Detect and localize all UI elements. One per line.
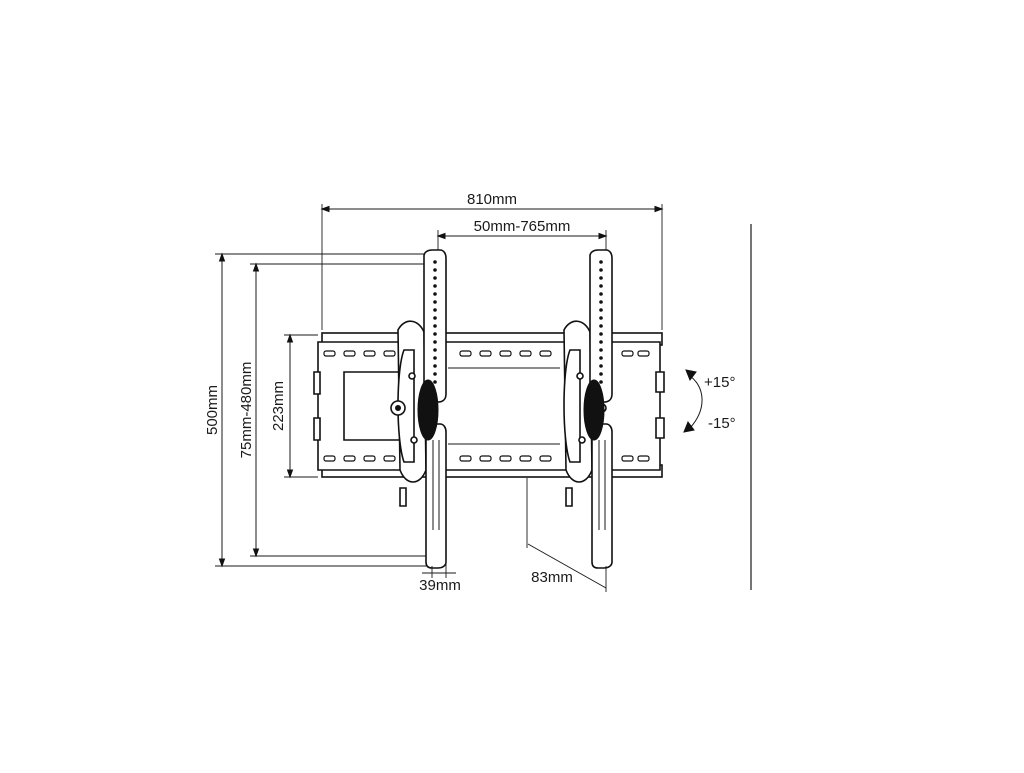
overall-width-label: 810mm bbox=[467, 191, 517, 208]
wall-clearance-dimension: 83mm bbox=[526, 478, 607, 592]
tilt-arc bbox=[689, 375, 703, 429]
right-tilt-hinge bbox=[563, 320, 607, 507]
vesa-horizontal-dimension: 50mm-765mm bbox=[436, 218, 608, 262]
left-tilt-hinge bbox=[390, 320, 427, 507]
tilt-down-label: -15° bbox=[708, 415, 736, 432]
overall-height-label: 500mm bbox=[204, 385, 221, 435]
arm-depth-label: 39mm bbox=[419, 577, 461, 594]
left-arm-holes bbox=[433, 260, 437, 384]
wall-plate-height-label: 223mm bbox=[270, 381, 287, 431]
vesa-vertical-dimension: 75mm-480mm bbox=[238, 262, 430, 558]
tilt-indicator: +15° -15° bbox=[683, 369, 736, 433]
wall-plate-height-dimension: 223mm bbox=[270, 333, 318, 479]
wall-clearance-label: 83mm bbox=[531, 569, 573, 586]
tilt-down-arrow-icon bbox=[683, 420, 695, 433]
wall-plate-bottom-slots bbox=[323, 455, 650, 462]
tilt-up-arrow-icon bbox=[685, 369, 697, 382]
overall-width-dimension: 810mm bbox=[320, 191, 664, 330]
overall-height-dimension: 500mm bbox=[204, 252, 430, 568]
vesa-horizontal-label: 50mm-765mm bbox=[474, 218, 571, 235]
vesa-vertical-label: 75mm-480mm bbox=[238, 362, 255, 459]
wall-plate-top-slots bbox=[323, 350, 650, 357]
tilt-up-label: +15° bbox=[704, 374, 735, 391]
arm-depth-dimension: 39mm bbox=[419, 560, 461, 594]
right-arm-holes bbox=[599, 260, 603, 384]
